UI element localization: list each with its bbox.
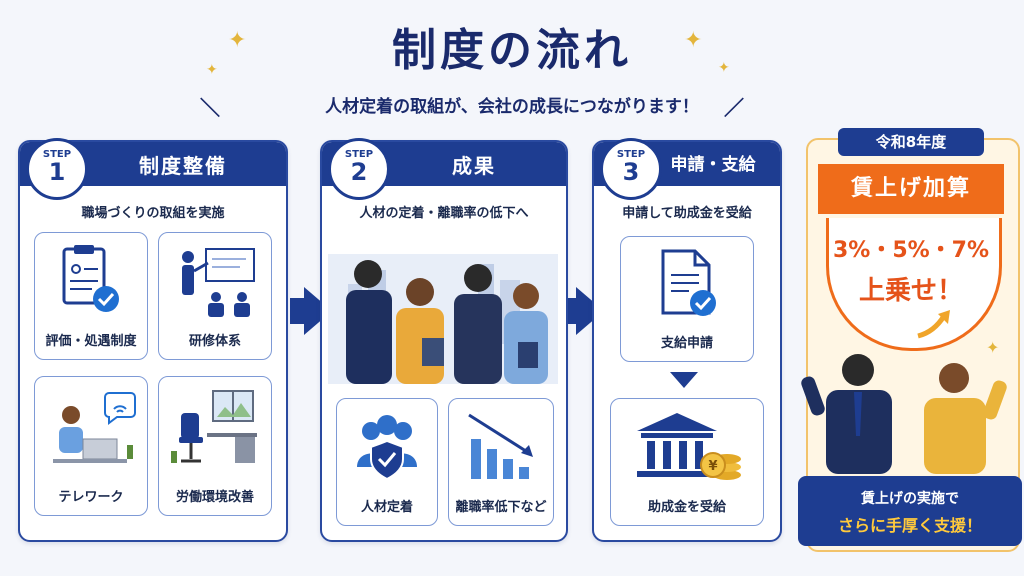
step2-subtitle: 人材の定着・離職率の低下へ	[359, 206, 529, 221]
page-title: 制度の流れ	[392, 25, 632, 76]
slash-decoration: ／	[724, 96, 744, 120]
tile-caption: 人材定着	[360, 500, 413, 515]
people-shield-icon	[357, 415, 417, 481]
step2-badge: STEP 2	[328, 138, 390, 200]
flow-arrow-2	[568, 298, 576, 324]
tile-retention: 人材定着	[336, 398, 438, 526]
tile-application: 支給申請	[620, 236, 754, 362]
step1-card: 制度整備 STEP 1 職場づくりの取組を実施 評価・処遇制度	[18, 138, 288, 542]
flow-arrow-1	[290, 298, 304, 324]
tile-caption: テレワーク	[58, 490, 124, 505]
clipboard-check-icon	[62, 245, 119, 312]
tile-caption: 離職率低下など	[455, 500, 547, 515]
tile-evaluation: 評価・処遇制度	[34, 232, 148, 360]
bonus-year-tag: 令和8年度	[838, 128, 984, 156]
bonus-footer-line2: さらに手厚く支援！	[837, 516, 982, 535]
bonus-banner: 賃上げ加算	[818, 164, 1004, 214]
step1-title: 制度整備	[139, 154, 227, 178]
bonus-shield	[826, 218, 1002, 351]
celebrating-people-illustration	[801, 354, 1007, 474]
decline-chart-icon	[468, 413, 533, 479]
step3-badge: STEP 3	[600, 138, 662, 200]
step3-subtitle: 申請して助成金を受給	[622, 206, 752, 221]
step2-card: 成果 STEP 2 人材の定着・離職率の低下へ 人材定着	[320, 138, 568, 542]
bonus-rates: 3%・5%・7%	[832, 238, 990, 263]
bonus-boost: 上乗せ！	[858, 276, 963, 306]
svg-text:¥: ¥	[708, 459, 717, 474]
bonus-footer: 賃上げの実施で さらに手厚く支援！	[798, 476, 1022, 546]
slash-decoration: ＼	[200, 96, 220, 120]
sparkle-icon: ✦	[228, 28, 247, 53]
step3-title: 申請・支給	[670, 155, 756, 175]
tile-caption: 支給申請	[660, 336, 713, 351]
office-desk-icon	[171, 390, 257, 463]
sparkle-icon: ✦	[206, 62, 218, 78]
bank-coin-icon: ¥	[637, 413, 741, 480]
page-subtitle: 人材定着の取組が、会社の成長につながります！	[325, 97, 699, 117]
sparkle-icon: ✦	[718, 60, 730, 76]
tile-environment: 労働環境改善	[158, 376, 272, 516]
step1-badge: STEP 1	[26, 138, 88, 200]
step3-card: 申請・支給 STEP 3 申請して助成金を受給 支給申請	[592, 138, 782, 542]
bonus-footer-line1: 賃上げの実施で	[861, 491, 959, 507]
tile-caption: 評価・処遇制度	[45, 334, 137, 349]
step1-subtitle: 職場づくりの取組を実施	[81, 206, 225, 221]
up-arrow-icon	[917, 310, 950, 339]
tile-caption: 労働環境改善	[175, 490, 254, 505]
tile-telework: テレワーク	[34, 376, 148, 516]
tile-turnover: 離職率低下など	[448, 398, 554, 526]
sparkle-icon: ✦	[986, 338, 1000, 357]
tile-receive: ¥ 助成金を受給	[610, 398, 764, 526]
document-check-icon	[661, 249, 716, 316]
sparkle-icon: ✦	[684, 28, 703, 53]
step2-title: 成果	[452, 154, 496, 178]
presentation-icon	[182, 248, 255, 317]
down-arrow-icon	[670, 372, 698, 388]
team-illustration	[328, 254, 558, 384]
tile-caption: 助成金を受給	[647, 500, 726, 515]
telework-icon	[53, 392, 136, 463]
tile-caption: 研修体系	[188, 334, 241, 349]
tile-training: 研修体系	[158, 232, 272, 360]
